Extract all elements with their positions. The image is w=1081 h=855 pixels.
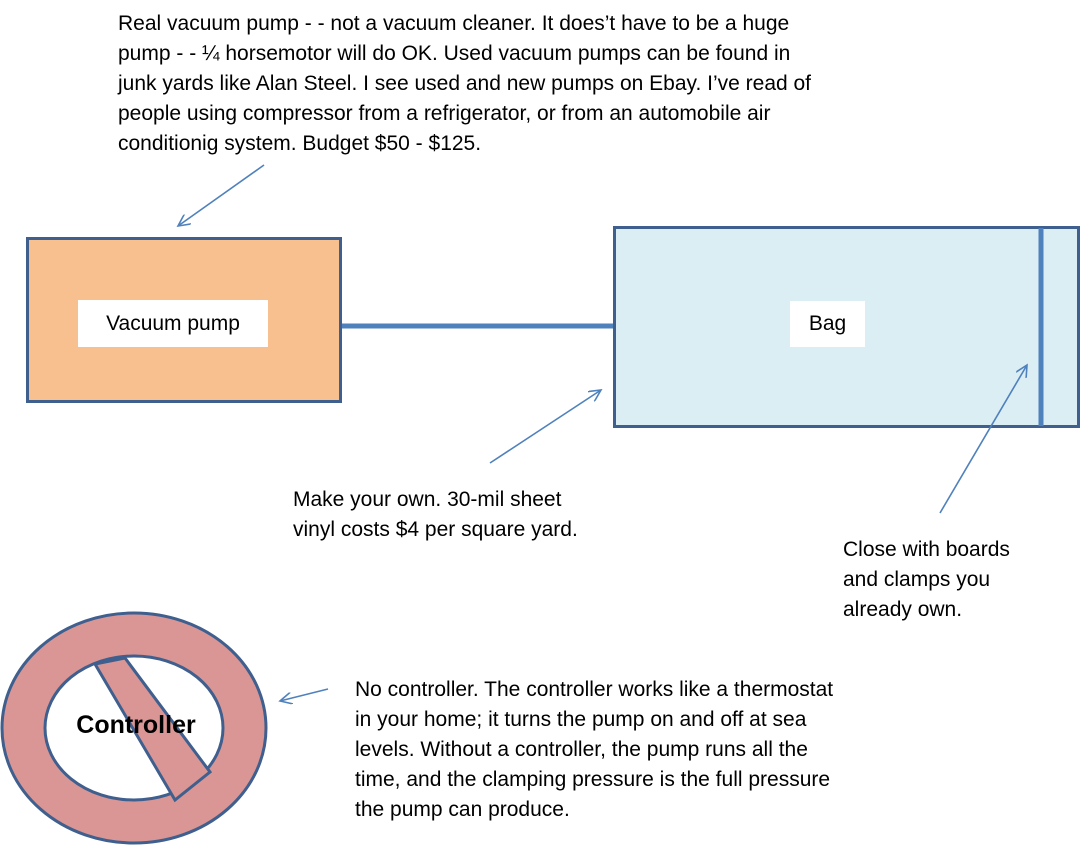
pump-arrow [178,164,265,226]
clamp-arrow [939,365,1027,514]
controller-label: Controller [76,711,196,739]
no-controller-icon [0,611,268,845]
bag-note: Make your own. 30-mil sheet vinyl costs … [293,488,578,541]
controller-note: No controller. The controller works like… [355,678,834,821]
controller-arrow [280,688,329,701]
bag-arrow [489,390,601,464]
clamp-note: Close with boards and clamps you already… [843,538,1010,621]
vacuum-pump-label: Vacuum pump [78,300,268,347]
bag-label: Bag [790,301,865,347]
pump-note: Real vacuum pump - - not a vacuum cleane… [118,12,812,155]
